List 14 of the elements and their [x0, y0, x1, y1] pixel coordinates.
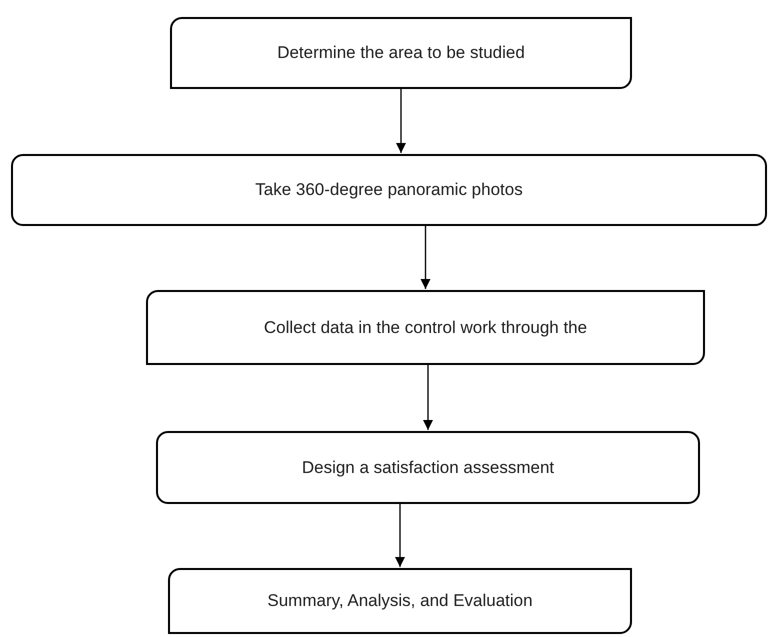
- step-text: Design a satisfaction assessment: [302, 458, 554, 478]
- step-text: Determine the area to be studied: [277, 43, 525, 63]
- process-box: [146, 290, 705, 365]
- arrow: [420, 226, 430, 289]
- step-text: Take 360-degree panoramic photos: [255, 180, 523, 200]
- step-text: Summary, Analysis, and Evaluation: [267, 591, 533, 611]
- step-text: Collect data in the control work through the: [264, 318, 588, 338]
- process-box: [168, 568, 632, 634]
- arrow: [396, 89, 406, 153]
- process-box: [170, 17, 632, 89]
- arrow: [395, 504, 405, 567]
- process-box: [11, 154, 767, 226]
- arrow: [423, 365, 433, 430]
- process-box: [156, 431, 700, 504]
